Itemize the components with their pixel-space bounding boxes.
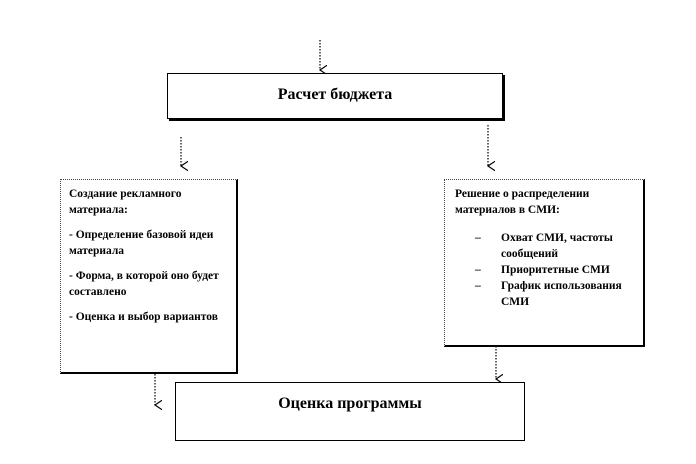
media-heading: Решение о распределении материалов в СМИ… [455,188,590,216]
creation-item: - Оценка и выбор вариантов [69,311,218,323]
dash-bullet: – [475,264,481,276]
dash-bullet: – [475,232,481,244]
creation-content: Создание рекламного материала: - Определ… [69,186,229,334]
media-box: Решение о распределении материалов в СМИ… [444,179,645,347]
creation-item: - Определение базовой идеи материала [69,229,214,257]
media-list-item: – Приоритетные СМИ [475,262,640,278]
media-item-label: График использования СМИ [501,280,622,308]
media-list-item: – График использования СМИ [475,278,640,310]
creation-box: Создание рекламного материала: - Определ… [60,179,238,374]
creation-heading: Создание рекламного материала: [69,188,182,216]
evaluation-box: Оценка программы [175,382,525,441]
dash-bullet: – [475,280,481,292]
creation-item: - Форма, в которой оно будет составлено [69,270,219,298]
evaluation-title: Оценка программы [278,395,422,412]
budget-title: Расчет бюджета [277,86,393,103]
media-item-label: Приоритетные СМИ [501,264,610,276]
media-item-label: Охват СМИ, частоты сообщений [501,232,613,260]
media-list-item: – Охват СМИ, частоты сообщений [475,230,640,262]
media-content: Решение о распределении материалов в СМИ… [455,186,640,310]
budget-box: Расчет бюджета [167,73,503,119]
